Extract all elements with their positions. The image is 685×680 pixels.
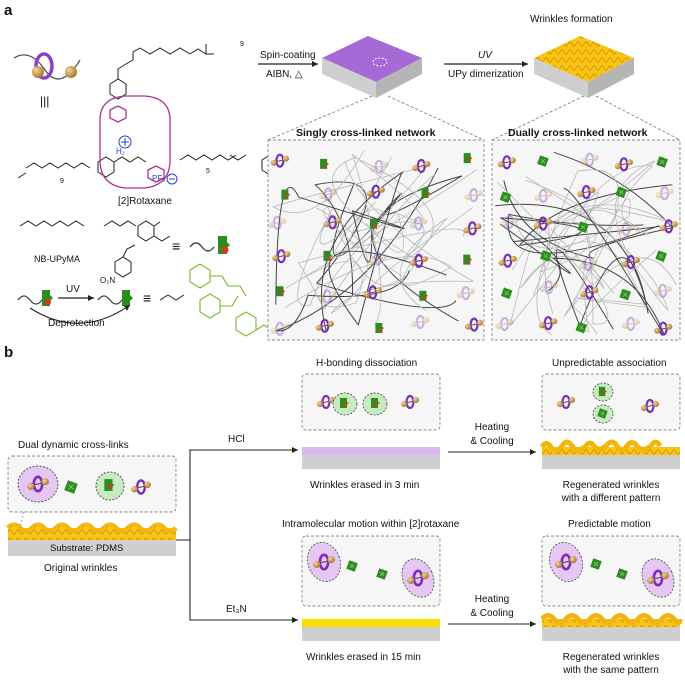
spin-coating-label: Spin-coating xyxy=(260,50,316,61)
intramolecular-label: Intramolecular motion within [2]rotaxane xyxy=(282,519,460,530)
plus-glyph xyxy=(121,138,129,146)
cooling-label-2: & Cooling xyxy=(470,608,514,619)
erased-3min-label: Wrinkles erased in 3 min xyxy=(310,480,420,491)
rotaxane-structure xyxy=(17,44,279,179)
dually-network-content xyxy=(494,151,679,336)
no2-label: O₂N xyxy=(100,276,116,285)
film-wrinkled xyxy=(534,36,634,98)
original-wrinkles-label: Original wrinkles xyxy=(44,563,118,574)
equals-symbol-1: ≡ xyxy=(172,238,181,254)
pdms-substrate xyxy=(8,540,176,556)
subscript-9: 9 xyxy=(60,178,64,185)
panel-b-letter: b xyxy=(4,344,14,361)
nb-upyma-structure xyxy=(19,220,171,278)
polymer-chain xyxy=(550,228,657,333)
monomer-icon xyxy=(189,236,230,254)
deprotection-scheme xyxy=(17,290,185,324)
regen-different-line1: Regenerated wrinkles xyxy=(562,480,660,491)
heating-label-2: Heating xyxy=(474,594,510,605)
et3n-label: Et₃N xyxy=(226,604,247,615)
equals-symbol-2: ≡ xyxy=(143,290,152,306)
polymer-chain xyxy=(503,151,674,259)
subscript-9-top: 9 xyxy=(240,41,244,48)
hcl-label: HCl xyxy=(228,434,245,445)
polymer-chain xyxy=(320,171,447,331)
polymer-chain xyxy=(511,204,671,315)
hbond-dissociation-label: H-bonding dissociation xyxy=(316,358,418,369)
uv-label: UV xyxy=(478,50,492,61)
subscript-5: 5 xyxy=(206,168,210,175)
regenerated-wrinkles-same xyxy=(540,613,683,625)
uv-small-label: UV xyxy=(66,284,80,295)
dually-network-title: Dually cross-linked network xyxy=(508,127,648,139)
ammonium-plus-icon xyxy=(118,135,132,149)
rotaxane-label: [2]Rotaxane xyxy=(118,196,172,207)
pf6-minus-icon xyxy=(166,173,178,185)
rotaxane-cartoon xyxy=(13,52,81,80)
panel-a-letter: a xyxy=(4,2,13,19)
polymer-chain xyxy=(323,206,474,290)
polymer-chain xyxy=(332,175,463,322)
singly-network-title: Singly cross-linked network xyxy=(296,127,436,139)
cooling-label-1: & Cooling xyxy=(470,436,514,447)
unpredictable-label: Unpredictable association xyxy=(552,358,667,369)
substrate-label: Substrate: PDMS xyxy=(50,543,124,554)
regen-same-line1: Regenerated wrinkles xyxy=(562,652,660,663)
regen-different-line2: with a different pattern xyxy=(561,493,661,504)
polymer-chain xyxy=(297,173,465,311)
polymer-chain xyxy=(499,188,665,336)
erased-layer-yellow xyxy=(302,619,440,627)
film-purple xyxy=(322,36,422,98)
regenerated-wrinkles-different xyxy=(539,439,663,453)
polymer-chain xyxy=(275,186,405,305)
unpredictable-box xyxy=(541,373,681,431)
erased-layer-pink xyxy=(302,447,440,455)
heating-label-1: Heating xyxy=(474,422,510,433)
dual-crosslinks-title: Dual dynamic cross-links xyxy=(18,440,129,451)
polymer-chain xyxy=(520,241,648,308)
polymer-chain xyxy=(351,153,424,326)
wrinkles-formation-label: Wrinkles formation xyxy=(530,14,613,25)
branch-arrows xyxy=(176,449,298,621)
equivalence-symbol: ||| xyxy=(40,94,50,108)
regen-same-line2: with the same pattern xyxy=(563,665,659,676)
polymer-chain xyxy=(532,165,654,295)
upy-dimer-structure xyxy=(189,263,273,337)
singly-network-content xyxy=(267,150,485,336)
erased-15min-label: Wrinkles erased in 15 min xyxy=(306,652,421,663)
deprotection-label: Deprotection xyxy=(48,318,105,329)
polymer-chain xyxy=(525,160,669,311)
monomer-label: NB-UPyMA xyxy=(34,254,81,264)
h2-label: H₂ xyxy=(116,147,125,156)
pf6-label: PF₆ xyxy=(152,174,166,183)
upy-dimerization-label: UPy dimerization xyxy=(448,69,524,80)
aibn-label: AIBN, △ xyxy=(266,69,303,80)
predictable-label: Predictable motion xyxy=(568,519,651,530)
crown-ether-ring xyxy=(99,95,171,189)
polymer-chain xyxy=(271,150,429,245)
